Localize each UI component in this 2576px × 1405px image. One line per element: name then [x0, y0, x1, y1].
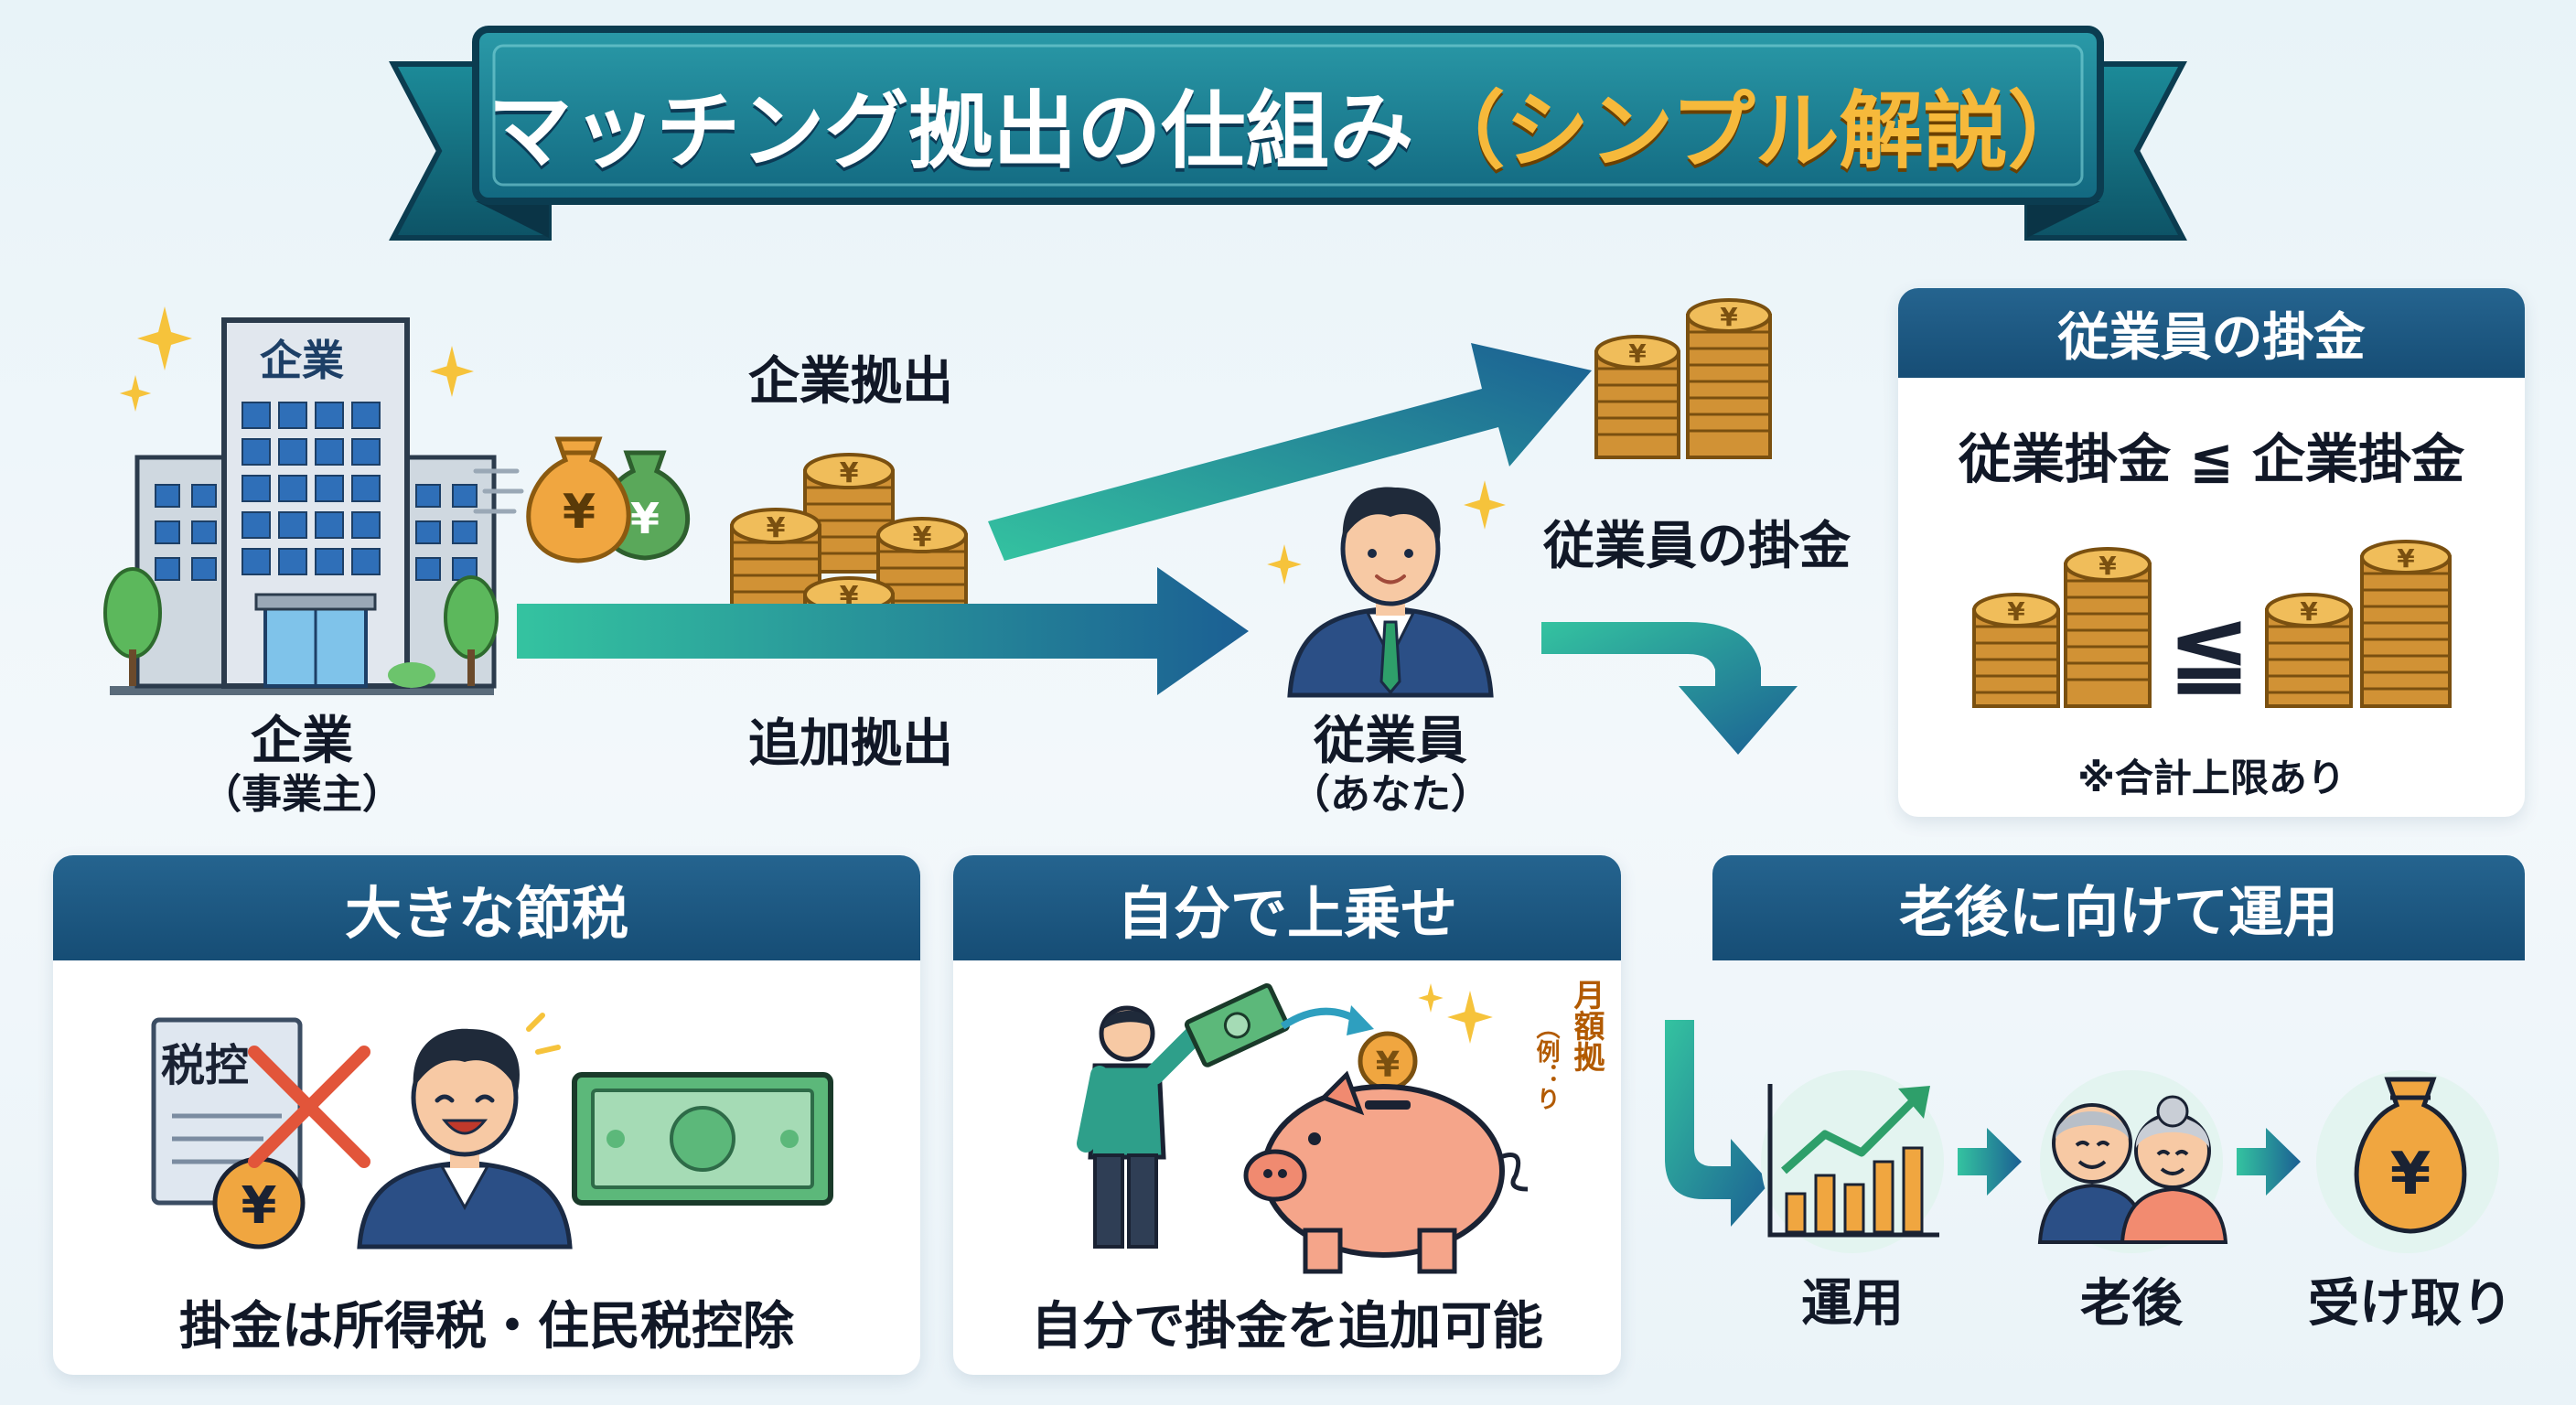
- tax-caption: 掛金は所得税・住民税控除: [179, 1297, 794, 1357]
- page-title: マッチング拠出の仕組み （シンプル解説）: [488, 64, 2091, 183]
- rule-panel: 従業員の掛金 従業掛金 ≦ 企業掛金 ¥ ¥ ≦ ¥ ¥ ※合計上限: [1898, 288, 2525, 817]
- tax-panel-heading: 大きな節税: [53, 855, 920, 960]
- retire-panel-heading: 老後に向けて運用: [1712, 855, 2525, 960]
- move-arrow: [1280, 1005, 1374, 1035]
- growth-chart-icon: [1767, 1084, 1939, 1238]
- svg-text:¥: ¥: [242, 1176, 277, 1236]
- building-sign: 企業: [260, 336, 344, 385]
- money-bag-icon: ¥ ¥: [473, 436, 691, 563]
- employee-sub: （あなた）: [1290, 771, 1491, 818]
- retire-step-1: 運用: [1801, 1274, 1904, 1334]
- banknote-icon: [572, 1072, 833, 1206]
- employee-contribution-label: 従業員の掛金: [1543, 517, 1851, 576]
- svg-text:¥: ¥: [2098, 551, 2117, 581]
- svg-text:¥: ¥: [767, 512, 786, 544]
- title-banner: [389, 26, 2187, 241]
- banknote-icon: [1184, 983, 1290, 1067]
- svg-text:¥: ¥: [1720, 302, 1738, 332]
- rule-panel-heading: 従業員の掛金: [1898, 288, 2525, 378]
- sparkle-icon: [1267, 544, 1302, 585]
- sparkle-icon: [430, 346, 474, 397]
- elderly-couple-icon: [2037, 1095, 2228, 1244]
- svg-text:¥: ¥: [2397, 543, 2415, 574]
- company-sub: （事業主）: [201, 771, 402, 818]
- sparkle-icon: [1447, 991, 1493, 1044]
- title-sub: （シンプル解説）: [1421, 81, 2092, 180]
- sparkle-icon: [1464, 480, 1506, 530]
- cross-icon: [248, 1046, 370, 1168]
- svg-text:¥: ¥: [2390, 1141, 2431, 1208]
- topup-side-text-2: （例：り: [1532, 1015, 1560, 1110]
- sparkle-icon: [1418, 983, 1444, 1013]
- curve-arrow: [1541, 622, 1798, 755]
- building-icon: [103, 317, 499, 695]
- employee-icon: [357, 1013, 573, 1249]
- sparkle-icon: [119, 375, 152, 412]
- topup-caption: 自分で掛金を追加可能: [1031, 1297, 1543, 1357]
- retire-step-3: 受け取り: [2308, 1274, 2513, 1334]
- topup-panel: 自分で上乗せ ¥ 月額拠 （例：り 自分で掛金を追加可能: [953, 855, 1621, 1375]
- rule-note: ※合計上限あり: [2077, 756, 2345, 800]
- coin-stack-icon: ¥ ¥: [1972, 547, 2152, 708]
- coin-stack-icon: ¥ ¥: [2265, 540, 2452, 708]
- company-contribution-label: 企業拠出: [748, 352, 953, 412]
- svg-text:¥: ¥: [2300, 596, 2318, 627]
- topup-side-text-1: 月額拠: [1568, 979, 1605, 1072]
- piggy-bank-icon: ¥: [1243, 1031, 1529, 1274]
- svg-text:¥: ¥: [1628, 338, 1647, 369]
- additional-contribution-label: 追加拠出: [748, 714, 953, 774]
- svg-text:¥: ¥: [2007, 596, 2025, 627]
- svg-text:¥: ¥: [563, 485, 596, 540]
- up-arrow: [988, 343, 1592, 561]
- money-bag-icon: ¥: [2354, 1077, 2467, 1234]
- leq-symbol: ≦: [2166, 590, 2252, 707]
- company-label: 企業: [251, 712, 353, 771]
- tax-panel: 大きな節税 ¥ 税控 掛金は所得税・住民税控除: [53, 855, 920, 1375]
- employee-icon: [1287, 487, 1494, 698]
- svg-text:¥: ¥: [913, 521, 932, 553]
- rule-formula: 従業掛金 ≦ 企業掛金: [1959, 428, 2464, 490]
- svg-text:¥: ¥: [840, 457, 859, 489]
- sparkle-icon: [137, 306, 192, 370]
- topup-panel-heading: 自分で上乗せ: [953, 855, 1621, 960]
- tax-doc-label: 税控: [161, 1040, 250, 1091]
- svg-text:¥: ¥: [1376, 1045, 1400, 1085]
- coin-stack-icon: ¥ ¥: [1594, 298, 1772, 459]
- title-main: マッチング拠出の仕組み: [488, 81, 1414, 180]
- contribution-arrow: [517, 567, 1249, 695]
- employee-label: 従業員: [1314, 712, 1467, 771]
- svg-text:¥: ¥: [630, 494, 660, 543]
- retire-step-2: 老後: [2080, 1274, 2183, 1334]
